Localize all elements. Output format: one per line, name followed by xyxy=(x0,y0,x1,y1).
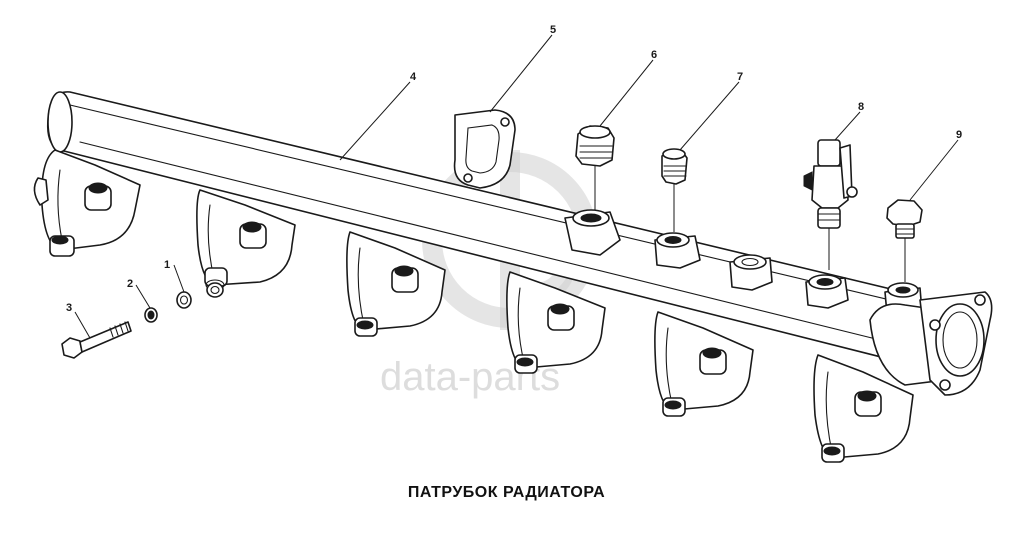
callout-6: 6 xyxy=(651,49,657,61)
pipe-boss-2 xyxy=(654,232,701,269)
callout-labels: 1 2 3 4 5 6 7 8 9 xyxy=(66,24,962,314)
callout-5: 5 xyxy=(550,24,556,36)
plug-part-7 xyxy=(661,148,688,232)
callout-8: 8 xyxy=(858,101,864,113)
callout-4: 4 xyxy=(410,71,417,83)
tap-part-8 xyxy=(803,139,858,270)
lock-washer-part-2 xyxy=(144,307,158,323)
bolt-part-3 xyxy=(61,321,132,359)
gasket-part-5 xyxy=(453,109,516,189)
port-arm-1 xyxy=(33,149,141,257)
callout-1: 1 xyxy=(164,259,170,271)
callout-7: 7 xyxy=(737,71,743,83)
plug-part-6 xyxy=(575,125,615,210)
outlet-flange xyxy=(869,291,993,396)
callout-3: 3 xyxy=(66,302,72,314)
port-arm-3 xyxy=(346,231,446,337)
pipe-boss-4 xyxy=(805,274,849,309)
port-arm-4 xyxy=(506,271,606,374)
leader-lines xyxy=(74,34,959,339)
pipe-boss-1 xyxy=(564,209,621,256)
callout-2: 2 xyxy=(127,278,133,290)
plug-part-9 xyxy=(886,199,923,282)
diagram-caption: ПАТРУБОК РАДИАТОРА xyxy=(407,484,606,501)
pipe-boss-3 xyxy=(729,254,773,291)
port-arm-5 xyxy=(654,311,754,417)
callout-9: 9 xyxy=(956,129,962,141)
port-arm-6 xyxy=(813,354,914,463)
washer-part-1 xyxy=(176,291,192,309)
washer-on-arm xyxy=(206,282,224,298)
